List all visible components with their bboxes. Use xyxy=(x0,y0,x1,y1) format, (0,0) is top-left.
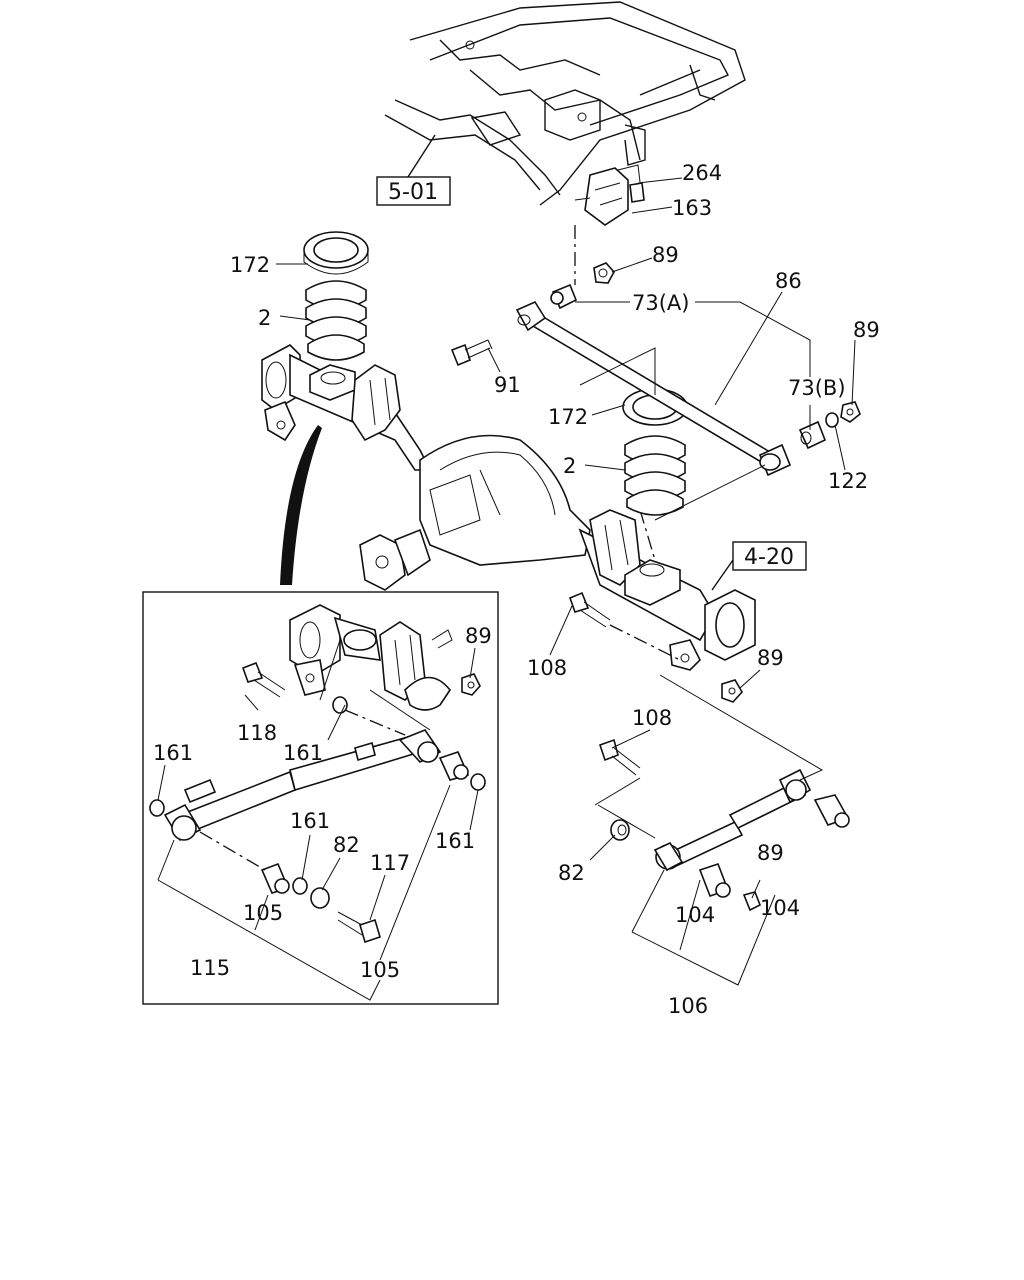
lateral-rod xyxy=(450,262,861,521)
callout-108: 108 xyxy=(527,656,567,680)
callout-161: 161 xyxy=(153,741,193,765)
trailing-arm-right xyxy=(568,591,850,986)
callout-163: 163 xyxy=(672,196,712,220)
callout-161: 161 xyxy=(435,829,475,853)
reference-5-01: 5-01 xyxy=(376,134,451,206)
callout-labels: 264 163 89 172 2 73(A) 86 89 91 73(B) 17… xyxy=(153,161,880,1018)
reference-4-20: 4-20 xyxy=(711,541,807,591)
callout-86: 86 xyxy=(775,269,802,293)
callout-172: 172 xyxy=(230,253,270,277)
callout-104: 104 xyxy=(760,896,800,920)
detail-box xyxy=(142,591,499,1005)
callout-118: 118 xyxy=(237,721,277,745)
callout-89: 89 xyxy=(652,243,679,267)
detail-pointer xyxy=(280,425,322,585)
callout-264: 264 xyxy=(682,161,722,185)
callout-89: 89 xyxy=(853,318,880,342)
callout-89: 89 xyxy=(757,646,784,670)
callout-161: 161 xyxy=(283,741,323,765)
callout-104: 104 xyxy=(675,903,715,927)
svg-text:5-01: 5-01 xyxy=(388,180,438,205)
rear-axle-housing xyxy=(261,344,756,671)
callout-73a: 73(A) xyxy=(632,291,689,315)
callout-115: 115 xyxy=(190,956,230,980)
coil-spring-left xyxy=(303,231,369,361)
callout-108: 108 xyxy=(632,706,672,730)
trailing-arm-left-detail xyxy=(149,604,486,1001)
callout-172: 172 xyxy=(548,405,588,429)
callout-73b: 73(B) xyxy=(788,376,846,400)
callout-82: 82 xyxy=(558,861,585,885)
callout-89: 89 xyxy=(465,624,492,648)
callout-2: 2 xyxy=(258,306,271,330)
callout-2: 2 xyxy=(563,454,576,478)
callout-122: 122 xyxy=(828,469,868,493)
vehicle-frame xyxy=(384,1,746,226)
callout-117: 117 xyxy=(370,851,410,875)
callout-106: 106 xyxy=(668,994,708,1018)
callout-89: 89 xyxy=(757,841,784,865)
svg-text:4-20: 4-20 xyxy=(744,545,794,570)
callout-105: 105 xyxy=(360,958,400,982)
callout-105: 105 xyxy=(243,901,283,925)
callout-161: 161 xyxy=(290,809,330,833)
callout-91: 91 xyxy=(494,373,521,397)
callout-82: 82 xyxy=(333,833,360,857)
callout-leaders xyxy=(157,177,856,921)
